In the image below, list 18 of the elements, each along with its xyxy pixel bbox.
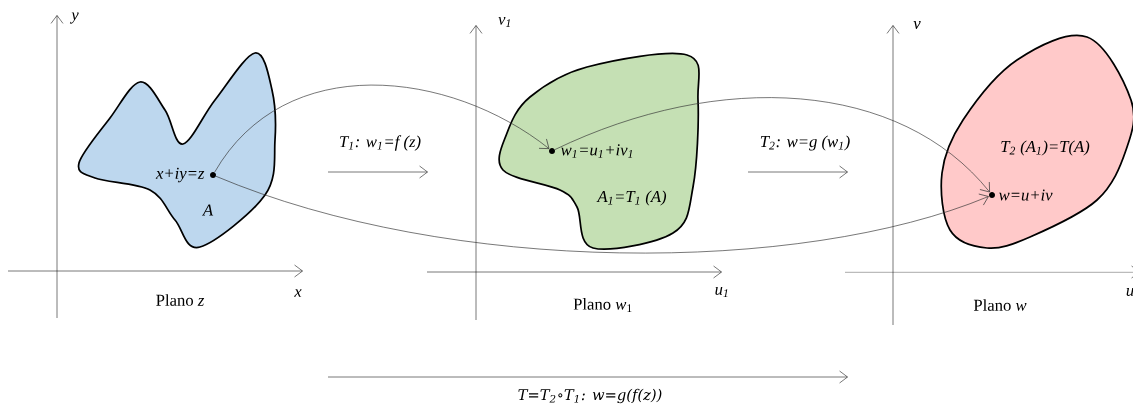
axis-label: u bbox=[1126, 288, 1133, 296]
mapping-label: T$_{2}$: w=g (w$_{1}$) bbox=[760, 135, 850, 151]
axis-label: v bbox=[913, 21, 921, 29]
mapping-label: T$_{1}$: w$_{1}$=f (z) bbox=[340, 135, 421, 151]
curved-arrow bbox=[214, 84, 550, 173]
point-label: w$_{1}$=u$_{1}$+iv$_{1}$ bbox=[561, 144, 633, 158]
plane-caption: Plano z bbox=[156, 294, 205, 306]
plane-caption: Plano w bbox=[973, 299, 1027, 311]
axis-label: y bbox=[69, 12, 79, 24]
axis-label: v$_{1}$ bbox=[498, 17, 511, 28]
mapping-label: T=T$_{2}$∘T$_{1}$: w=g(f(z)) bbox=[518, 388, 662, 404]
axis-label: x bbox=[294, 289, 302, 297]
plane-caption: Plano w$_{1}$ bbox=[573, 298, 632, 312]
point-label: w=u+iv bbox=[999, 189, 1053, 201]
axis-label: u$_{1}$ bbox=[715, 287, 728, 298]
curved-arrow bbox=[215, 175, 989, 254]
point-label: x+iy=z bbox=[155, 167, 205, 183]
curved-arrow bbox=[554, 97, 990, 193]
